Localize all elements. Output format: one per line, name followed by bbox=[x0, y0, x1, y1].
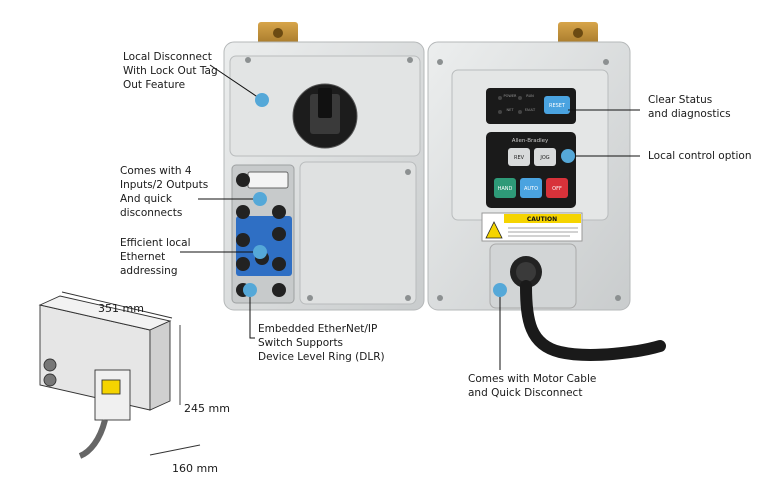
callout-leaders bbox=[180, 64, 640, 370]
callout-local: Local control option bbox=[648, 150, 752, 162]
disconnect-switch bbox=[292, 83, 358, 149]
motor-cable bbox=[520, 280, 666, 361]
led-net-label: NET bbox=[507, 108, 515, 112]
motor-connector bbox=[489, 243, 577, 309]
callout-motor: Comes with Motor Cable and Quick Disconn… bbox=[468, 373, 597, 399]
status-panel bbox=[486, 88, 576, 124]
callout-ethernet: Efficient local Ethernet addressing bbox=[120, 237, 191, 277]
dimension-width: 351 mm bbox=[98, 302, 144, 315]
dimension-depth: 160 mm bbox=[172, 462, 218, 475]
callout-dots bbox=[243, 93, 575, 297]
callout-io: Comes with 4 Inputs/2 Outputs And quick … bbox=[120, 165, 209, 219]
auto-key-label: AUTO bbox=[524, 186, 538, 192]
led-power-label: POWER bbox=[504, 94, 518, 98]
dimension-height: 245 mm bbox=[184, 402, 230, 415]
jog-key-label: JOG bbox=[539, 155, 549, 161]
off-key-label: OFF bbox=[552, 186, 562, 192]
caution-label bbox=[481, 212, 583, 242]
brand-text: Allen-Bradley bbox=[512, 138, 549, 144]
dimension-drawing bbox=[38, 291, 201, 459]
callout-disconnect: Local Disconnect With Lock Out Tag Out F… bbox=[123, 51, 218, 91]
rev-key-label: REV bbox=[514, 155, 525, 161]
led-fault-label: FAULT bbox=[525, 108, 536, 112]
callout-clear: Clear Status and diagnostics bbox=[648, 94, 731, 120]
led-run-label: RUN bbox=[526, 94, 534, 98]
callout-switch: Embedded EtherNet/IP Switch Supports Dev… bbox=[258, 323, 385, 363]
hand-key-label: HAND bbox=[498, 186, 513, 192]
caution-text: CAUTION bbox=[527, 216, 557, 223]
reset-key-label: RESET bbox=[549, 103, 566, 109]
control-keypad bbox=[486, 132, 576, 208]
